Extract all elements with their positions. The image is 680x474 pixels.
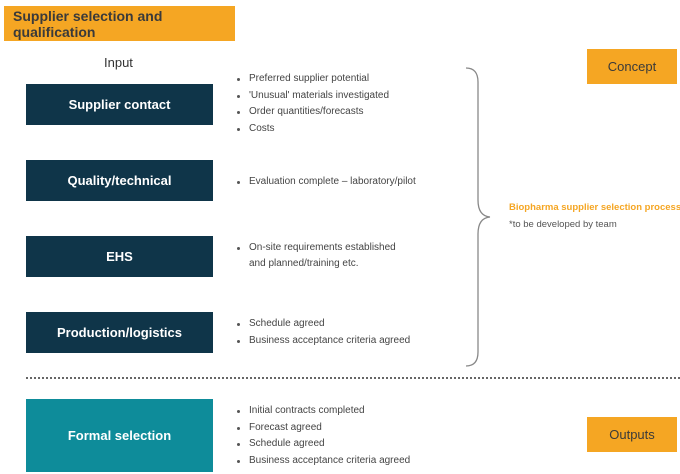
outputs-tag: Outputs	[587, 417, 677, 452]
category-label: EHS	[106, 249, 133, 264]
production-logistics-bullets: Schedule agreed Business acceptance crit…	[236, 316, 410, 349]
title-text: Supplier selection and qualification	[13, 7, 163, 40]
bullet-item: Schedule agreed	[236, 436, 410, 453]
bullet-item: Business acceptance criteria agreed	[236, 453, 410, 470]
ehs-bullets: On-site requirements established	[236, 240, 396, 257]
bullet-item: Evaluation complete – laboratory/pilot	[236, 174, 416, 191]
category-production-logistics: Production/logistics	[26, 312, 213, 353]
outputs-label: Outputs	[609, 427, 655, 442]
bullet-item: On-site requirements established	[236, 240, 396, 257]
bullet-item: Order quantities/forecasts	[236, 104, 389, 121]
bullet-item: 'Unusual' materials investigated	[236, 88, 389, 105]
bullet-item: Business acceptance criteria agreed	[236, 333, 410, 350]
title-banner: Supplier selection and qualification	[4, 6, 235, 41]
supplier-contact-bullets: Preferred supplier potential 'Unusual' m…	[236, 71, 389, 137]
category-label: Quality/technical	[67, 173, 172, 188]
curly-brace-icon	[465, 67, 491, 367]
bullet-item: Initial contracts completed	[236, 403, 410, 420]
formal-selection-label: Formal selection	[67, 428, 172, 443]
bullet-item: Forecast agreed	[236, 420, 410, 437]
category-label: Production/logistics	[57, 325, 182, 340]
bullet-item: Costs	[236, 121, 389, 138]
formal-selection-box: Formal selection	[26, 399, 213, 472]
category-label: Supplier contact	[68, 97, 171, 112]
dotted-divider	[26, 377, 680, 379]
process-note: *to be developed by team	[509, 219, 617, 230]
ehs-continuation: and planned/training etc.	[249, 258, 359, 269]
category-supplier-contact: Supplier contact	[26, 84, 213, 125]
concept-tag: Concept	[587, 49, 677, 84]
concept-label: Concept	[607, 59, 657, 74]
input-label: Input	[104, 55, 133, 70]
bullet-item: Preferred supplier potential	[236, 71, 389, 88]
quality-technical-bullets: Evaluation complete – laboratory/pilot	[236, 174, 416, 191]
formal-selection-bullets: Initial contracts completed Forecast agr…	[236, 403, 410, 469]
process-label: Biopharma supplier selection process	[509, 202, 680, 213]
category-quality-technical: Quality/technical	[26, 160, 213, 201]
bullet-item: Schedule agreed	[236, 316, 410, 333]
category-ehs: EHS	[26, 236, 213, 277]
